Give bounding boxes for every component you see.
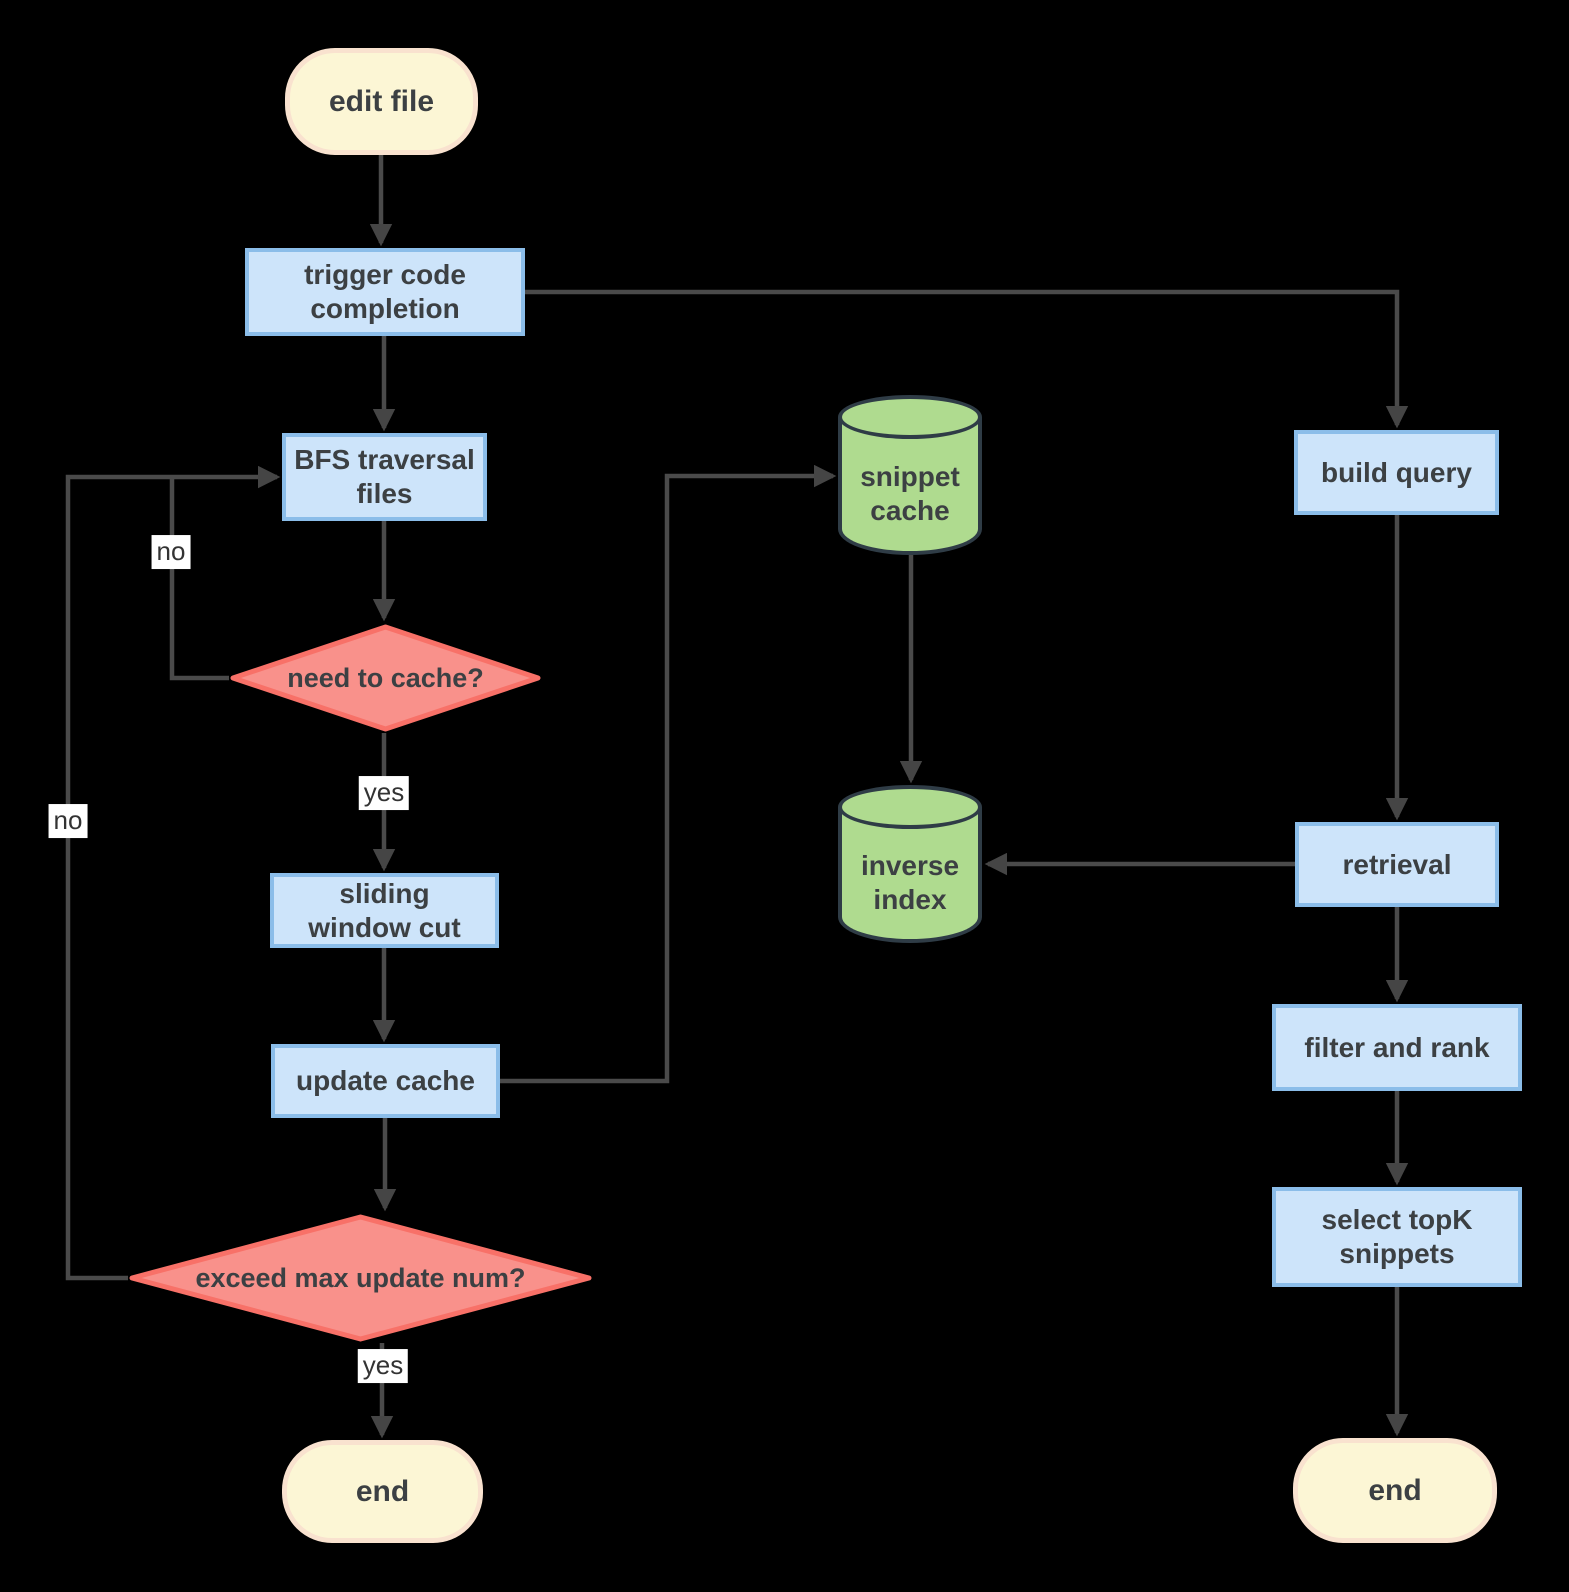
- node-end-right: end: [1293, 1438, 1497, 1543]
- node-exceed-max-update-decision: exceed max update num?: [128, 1213, 593, 1343]
- edge-trigger-to-build-query: [525, 289, 1409, 429]
- node-select-topk-snippets: select topK snippets: [1272, 1187, 1522, 1287]
- node-edit-file-label: edit file: [328, 84, 434, 118]
- database-cylinder-icon: [838, 807, 982, 943]
- node-bfs-label: BFS traversal files: [294, 444, 475, 509]
- node-end-left: end: [282, 1440, 483, 1543]
- node-exceed-label: exceed max update num?: [195, 1262, 526, 1293]
- edge-label-exceed-no: no: [48, 804, 88, 838]
- database-cylinder-top-icon: [838, 395, 982, 439]
- edge-label-need-cache-yes: yes: [358, 776, 410, 810]
- node-update-cache: update cache: [271, 1044, 500, 1118]
- database-cylinder-top-icon: [838, 785, 982, 829]
- node-update-cache-label: update cache: [296, 1065, 475, 1097]
- node-edit-file: edit file: [285, 48, 478, 155]
- node-need-cache-label: need to cache?: [287, 662, 484, 693]
- database-cylinder-icon: [838, 417, 982, 555]
- node-snippet-cache-database: snippet cache: [838, 395, 982, 555]
- node-select-topk-label: select topK snippets: [1321, 1204, 1473, 1269]
- node-filter-and-rank: filter and rank: [1272, 1004, 1522, 1091]
- node-bfs-traversal-files: BFS traversal files: [282, 433, 487, 521]
- edge-label-exceed-yes: yes: [357, 1349, 409, 1383]
- edge-update-to-snippet-cache: [500, 464, 837, 1084]
- node-end-right-label: end: [1368, 1473, 1422, 1507]
- node-need-to-cache-decision: need to cache?: [229, 623, 542, 733]
- node-sliding-window-cut: sliding window cut: [270, 873, 499, 948]
- node-filter-rank-label: filter and rank: [1304, 1031, 1490, 1063]
- node-inverse-index-label: inverse index: [860, 850, 960, 915]
- edge-label-need-cache-no: no: [151, 535, 191, 569]
- node-trigger-label: trigger code completion: [304, 259, 466, 324]
- node-retrieval: retrieval: [1295, 822, 1499, 907]
- diamond-shape-icon: [129, 1214, 592, 1342]
- diamond-shape-icon: [230, 624, 541, 732]
- node-trigger-code-completion: trigger code completion: [245, 248, 525, 336]
- node-end-left-label: end: [355, 1474, 410, 1508]
- node-sliding-label: sliding window cut: [308, 877, 461, 943]
- edge-exceed-no-to-bfs: [65, 465, 281, 1281]
- node-build-query: build query: [1294, 430, 1499, 515]
- node-snippet-cache-label: snippet cache: [860, 461, 960, 526]
- node-retrieval-label: retrieval: [1342, 848, 1452, 880]
- node-build-query-label: build query: [1321, 456, 1472, 488]
- edge-need-cache-no-to-bfs: [169, 477, 229, 681]
- node-inverse-index-database: inverse index: [838, 785, 982, 943]
